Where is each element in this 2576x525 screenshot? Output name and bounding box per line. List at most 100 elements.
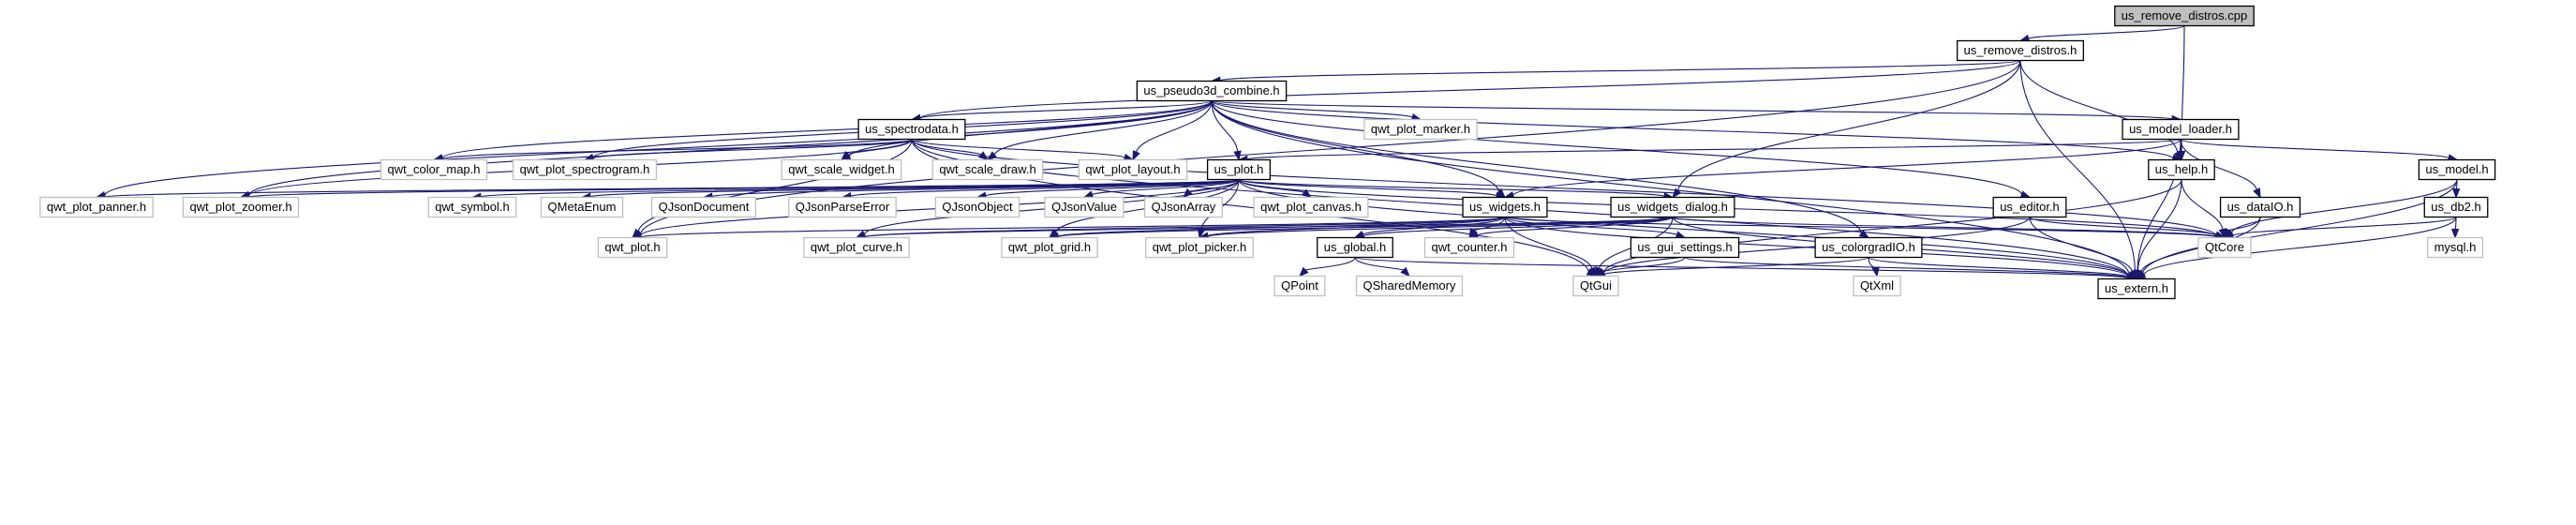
edge-us-db2-h-to-mysql-h — [2450, 217, 2460, 239]
node-label: us_remove_distros.cpp — [2122, 8, 2247, 22]
node-label: QJsonParseError — [796, 200, 890, 214]
edge-us-pseudo3d-combine-h-to-qwt-plot-zoomer-h — [239, 100, 1213, 199]
node-qtxml: QtXml — [1853, 275, 1901, 297]
node-label: QJsonObject — [942, 200, 1013, 214]
edge-us-pseudo3d-combine-h-to-qwt-plot-marker-h — [1211, 99, 1422, 122]
edge-us-model-loader-h-to-us-dataio-h — [2180, 139, 2261, 199]
node-label: qwt_plot_curve.h — [811, 240, 902, 254]
node-label: QPoint — [1281, 278, 1318, 292]
node-label: qwt_symbol.h — [435, 200, 509, 214]
node-label: QJsonDocument — [659, 200, 750, 214]
node-label: qwt_plot_panner.h — [47, 200, 146, 214]
node-label: qwt_plot_marker.h — [1371, 122, 1470, 136]
node-us-spectrodata-h[interactable]: us_spectrodata.h — [857, 118, 966, 141]
node-qwt-symbol-h: qwt_symbol.h — [427, 196, 517, 218]
edge-us-global-h-to-qsharedmemory — [1354, 257, 1410, 278]
node-us-remove-distros-h[interactable]: us_remove_distros.h — [1957, 39, 2084, 62]
edge-us-db2-h-to-us-extern-h — [2135, 217, 2457, 280]
node-label: qwt_plot_picker.h — [1153, 240, 1246, 254]
edge-us-pseudo3d-combine-h-to-us-colorgradio-h — [1211, 100, 1870, 239]
node-label: us_pseudo3d_combine.h — [1143, 83, 1279, 98]
node-qtcore: QtCore — [2197, 236, 2252, 259]
edge-us-pseudo3d-combine-h-to-qwt-plot-layout-h — [1132, 100, 1213, 161]
node-qsharedmemory: QSharedMemory — [1355, 275, 1464, 297]
node-label: us_dataIO.h — [2227, 200, 2294, 214]
node-label: us_db2.h — [2431, 200, 2481, 214]
node-us-help-h[interactable]: us_help.h — [2148, 158, 2215, 181]
node-us-model-loader-h[interactable]: us_model_loader.h — [2122, 118, 2240, 141]
node-qwt-plot-zoomer-h: qwt_plot_zoomer.h — [182, 196, 300, 218]
edge-us-pseudo3d-combine-h-to-qwt-scale-draw-h — [986, 100, 1213, 161]
node-us-model-h[interactable]: us_model.h — [2418, 158, 2496, 181]
node-label: QtGui — [1580, 278, 1612, 292]
node-qjsonobject: QJsonObject — [934, 196, 1020, 218]
node-label: qwt_plot.h — [604, 240, 660, 254]
node-label: qwt_plot_layout.h — [1085, 162, 1180, 176]
node-qwt-scale-draw-h: qwt_scale_draw.h — [931, 158, 1044, 181]
node-label: mysql.h — [2435, 240, 2477, 254]
node-qwt-scale-widget-h: qwt_scale_widget.h — [781, 158, 902, 181]
node-us-plot-h[interactable]: us_plot.h — [1206, 158, 1272, 181]
node-mysql-h: mysql.h — [2426, 236, 2484, 259]
edge-us-pseudo3d-combine-h-to-us-editor-h — [1211, 100, 2032, 199]
node-qwt-plot-spectrogram-h: qwt_plot_spectrogram.h — [512, 158, 658, 181]
node-qtgui: QtGui — [1572, 275, 1619, 297]
edge-us-remove-distros-h-to-us-widgets-dialog-h — [1672, 60, 2021, 199]
edge-us-model-loader-h-to-us-plot-h — [1237, 138, 2181, 164]
node-label: qwt_scale_draw.h — [939, 162, 1035, 176]
node-label: us_remove_distros.h — [1964, 43, 2077, 57]
node-label: us_model.h — [2425, 162, 2488, 176]
node-label: us_widgets_dialog.h — [1617, 200, 1728, 214]
node-label: QtCore — [2205, 240, 2244, 254]
node-us-remove-distros-cpp[interactable]: us_remove_distros.cpp — [2114, 5, 2255, 27]
node-label: us_extern.h — [2105, 281, 2168, 295]
node-label: qwt_plot_zoomer.h — [189, 200, 291, 214]
node-label: qwt_plot_grid.h — [1008, 240, 1091, 254]
node-label: qwt_counter.h — [1432, 240, 1508, 254]
node-label: QtXml — [1860, 278, 1894, 292]
node-label: us_help.h — [2155, 162, 2208, 176]
node-us-colorgradio-h[interactable]: us_colorgradIO.h — [1814, 236, 1923, 259]
node-label: qwt_plot_spectrogram.h — [520, 162, 650, 176]
node-label: QJsonArray — [1152, 200, 1216, 214]
edge-us-remove-distros-cpp-to-us-remove-distros-h — [2018, 24, 2185, 43]
node-label: us_widgets.h — [1469, 200, 1541, 214]
node-label: us_spectrodata.h — [865, 122, 959, 136]
edge-us-colorgradio-h-to-qtxml — [1868, 257, 1880, 278]
node-qjsonparseerror: QJsonParseError — [788, 196, 897, 218]
node-label: QSharedMemory — [1363, 278, 1456, 292]
node-qwt-plot-h: qwt_plot.h — [597, 236, 668, 259]
node-us-db2-h[interactable]: us_db2.h — [2423, 196, 2489, 218]
node-label: QJsonValue — [1051, 200, 1117, 214]
node-label: qwt_color_map.h — [388, 162, 481, 176]
node-us-gui-settings-h[interactable]: us_gui_settings.h — [1630, 236, 1740, 259]
edges-layer — [95, 24, 2461, 282]
node-qwt-plot-canvas-h: qwt_plot_canvas.h — [1253, 196, 1369, 218]
node-label: us_gui_settings.h — [1637, 240, 1732, 254]
node-label: qwt_plot_canvas.h — [1260, 200, 1362, 214]
node-qwt-plot-layout-h: qwt_plot_layout.h — [1078, 158, 1188, 181]
node-qjsonarray: QJsonArray — [1144, 196, 1223, 218]
node-us-extern-h[interactable]: us_extern.h — [2097, 278, 2176, 300]
node-qwt-plot-panner-h: qwt_plot_panner.h — [39, 196, 154, 218]
node-us-editor-h[interactable]: us_editor.h — [1992, 196, 2067, 218]
node-us-global-h[interactable]: us_global.h — [1317, 236, 1393, 259]
edge-us-pseudo3d-combine-h-to-us-plot-h — [1211, 100, 1242, 161]
node-qwt-plot-marker-h: qwt_plot_marker.h — [1363, 118, 1478, 141]
node-us-widgets-dialog-h[interactable]: us_widgets_dialog.h — [1610, 196, 1735, 218]
node-qwt-plot-curve-h: qwt_plot_curve.h — [803, 236, 910, 259]
node-label: us_plot.h — [1214, 162, 1264, 176]
node-label: QMetaEnum — [548, 200, 617, 214]
node-us-pseudo3d-combine-h[interactable]: us_pseudo3d_combine.h — [1136, 80, 1288, 102]
edge-us-widgets-dialog-h-to-qwt-counter-h — [1467, 216, 1674, 239]
edge-us-remove-distros-h-to-us-pseudo3d-combine-h — [1210, 59, 2021, 84]
node-label: us_model_loader.h — [2129, 122, 2232, 136]
nodes-layer: us_remove_distros.cpp us_remove_distros.h… — [39, 5, 2496, 300]
edge-us-model-loader-h-to-us-model-h — [2180, 138, 2459, 162]
node-qwt-counter-h: qwt_counter.h — [1423, 236, 1515, 259]
node-us-widgets-h[interactable]: us_widgets.h — [1462, 196, 1548, 218]
node-us-dataio-h[interactable]: us_dataIO.h — [2219, 196, 2301, 218]
edge-us-pseudo3d-combine-h-to-us-model-loader-h — [1211, 99, 2182, 124]
node-label: us_editor.h — [2000, 200, 2060, 214]
